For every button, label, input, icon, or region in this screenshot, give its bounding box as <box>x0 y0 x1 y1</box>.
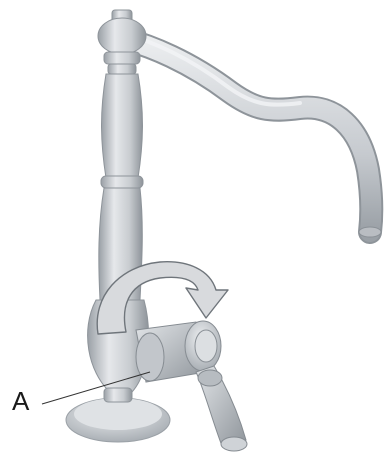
callout-label-a: A <box>12 388 29 414</box>
faucet-lever-handle <box>196 366 247 451</box>
faucet-spout <box>120 34 381 237</box>
faucet-base <box>66 398 170 442</box>
